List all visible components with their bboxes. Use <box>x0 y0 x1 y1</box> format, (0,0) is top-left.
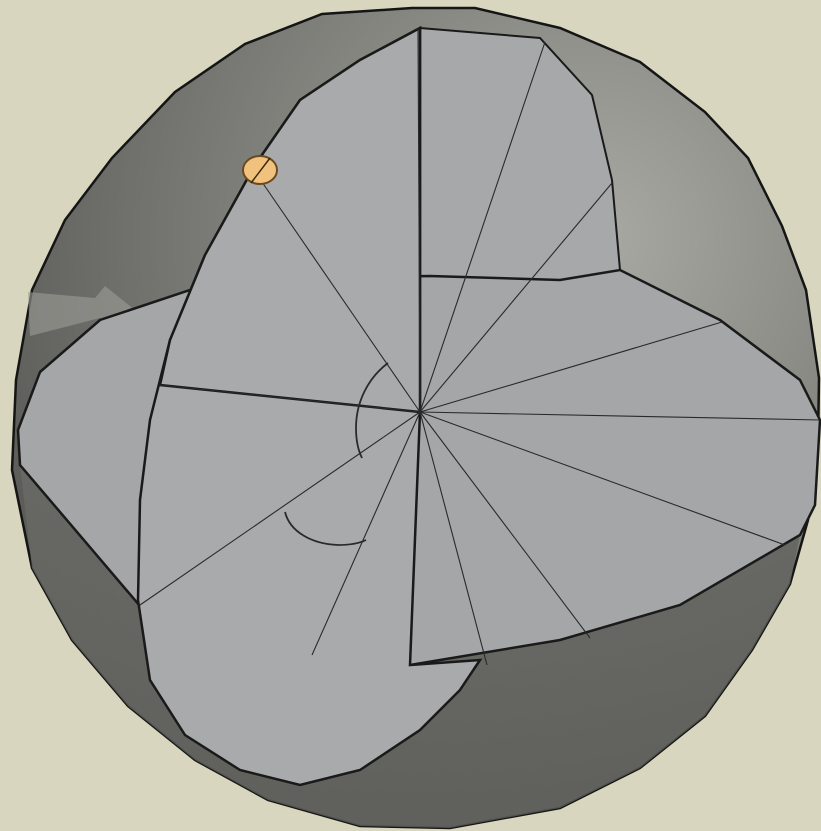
model-viewport[interactable] <box>0 0 821 831</box>
sphere-scene <box>0 0 821 831</box>
